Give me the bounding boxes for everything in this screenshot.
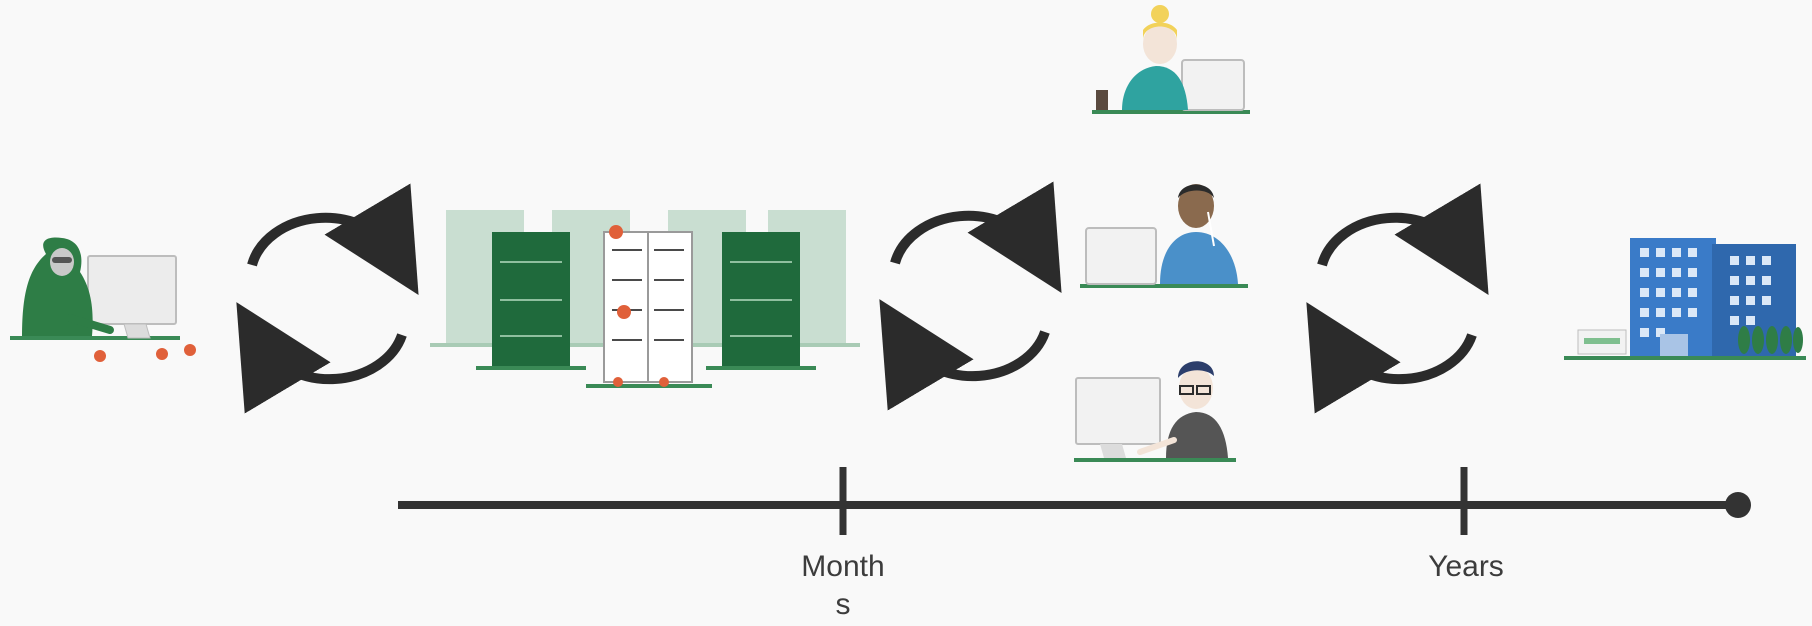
timeline-end-dot [1725, 492, 1751, 518]
hacker-at-computer-icon [10, 237, 196, 362]
office-building-icon [1564, 238, 1806, 360]
server-racks-icon [430, 210, 860, 388]
tick-label-years: Years [1428, 550, 1504, 583]
man-with-glasses-icon [1074, 361, 1236, 462]
cycle-arrows-icon [879, 181, 1062, 411]
timeline [398, 467, 1751, 535]
cycle-arrows-icon [1306, 183, 1489, 414]
cycle-arrows-icon [236, 183, 419, 414]
tick-label-months: Month s [801, 550, 885, 621]
woman-at-laptop-icon [1092, 5, 1250, 114]
man-with-earphones-icon [1080, 184, 1248, 288]
